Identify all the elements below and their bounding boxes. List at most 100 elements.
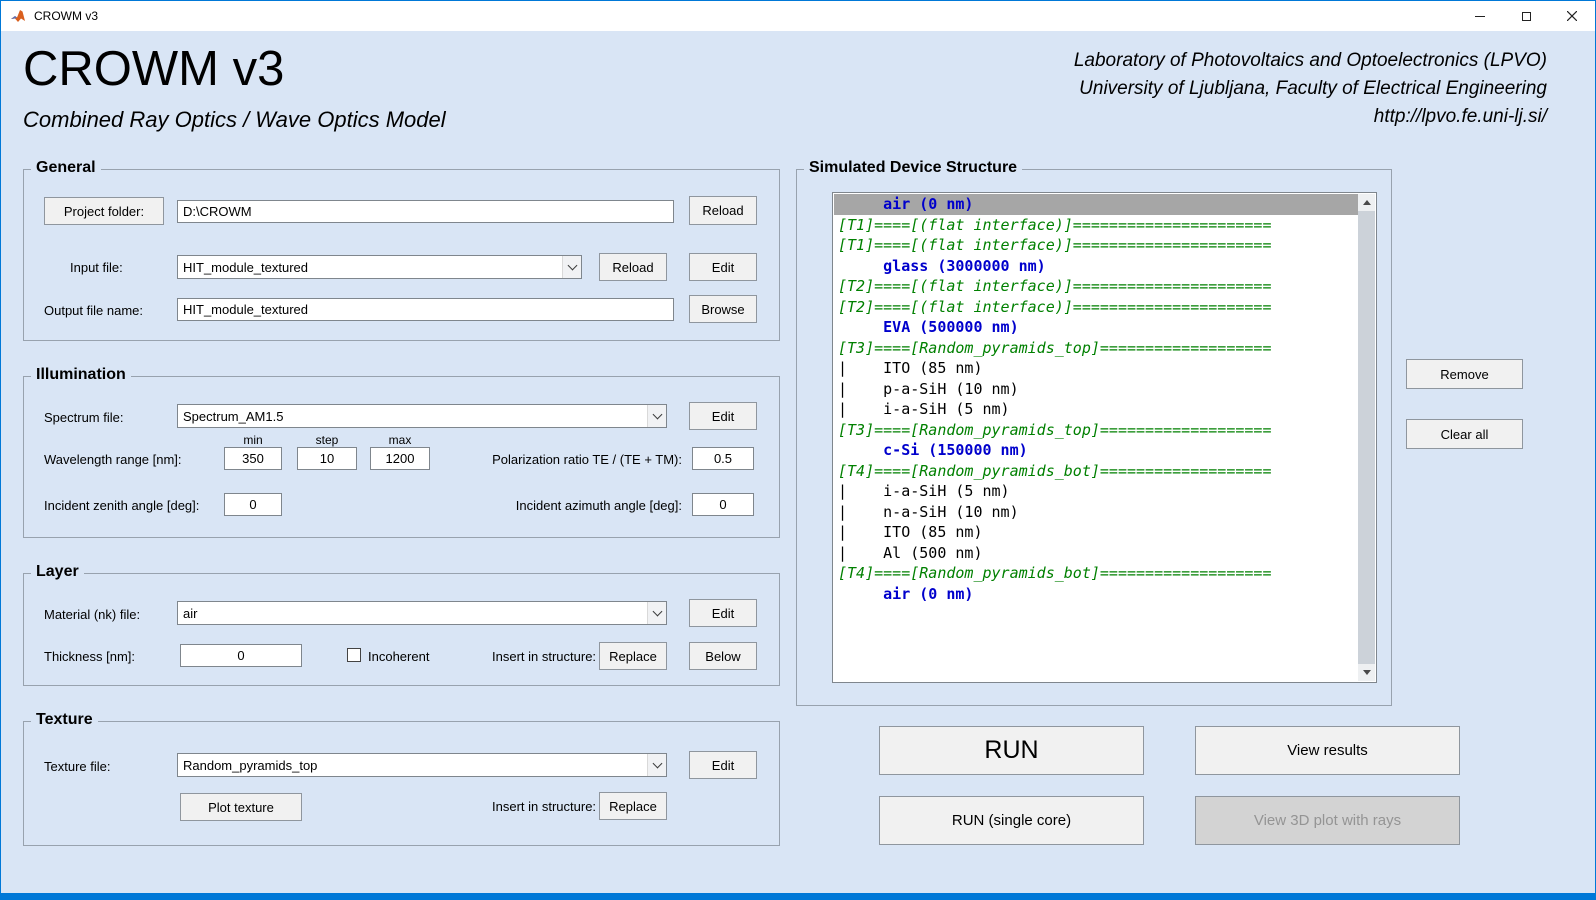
texture-panel-title: Texture xyxy=(31,711,98,729)
structure-line[interactable]: [T4]====[Random_pyramids_bot]===========… xyxy=(834,461,1358,482)
view-results-button[interactable]: View results xyxy=(1195,726,1460,775)
thickness-input[interactable] xyxy=(180,644,302,667)
org-line-2: University of Ljubljana, Faculty of Elec… xyxy=(1074,75,1547,103)
texture-replace-button[interactable]: Replace xyxy=(599,792,667,820)
output-file-input[interactable] xyxy=(177,298,674,321)
structure-line[interactable]: | ITO (85 nm) xyxy=(834,358,1358,379)
texture-insert-label: Insert in structure: xyxy=(492,799,596,814)
input-file-label: Input file: xyxy=(70,260,123,275)
titlebar: CROWM v3 xyxy=(1,1,1595,31)
maximize-icon xyxy=(1522,12,1531,21)
reload-input-button[interactable]: Reload xyxy=(599,253,667,281)
edit-texture-button[interactable]: Edit xyxy=(689,751,757,779)
spectrum-value: Spectrum_AM1.5 xyxy=(178,409,647,424)
material-file-label: Material (nk) file: xyxy=(44,607,140,622)
polarization-input[interactable] xyxy=(692,447,754,470)
structure-line[interactable]: [T3]====[Random_pyramids_top]===========… xyxy=(834,338,1358,359)
general-panel: General Project folder: Reload Input fil… xyxy=(23,169,780,341)
chevron-down-icon xyxy=(567,261,577,271)
chevron-down-icon xyxy=(652,759,662,769)
scroll-thumb[interactable] xyxy=(1358,211,1375,664)
structure-line[interactable]: [T4]====[Random_pyramids_bot]===========… xyxy=(834,563,1358,584)
spectrum-combo[interactable]: Spectrum_AM1.5 xyxy=(177,404,667,428)
combo-arrow-area xyxy=(647,602,666,624)
structure-list: air (0 nm)[T1]====[(flat interface)]====… xyxy=(834,194,1358,681)
scroll-down-button[interactable] xyxy=(1358,664,1375,681)
project-folder-button[interactable]: Project folder: xyxy=(44,197,164,225)
run-button[interactable]: RUN xyxy=(879,726,1144,775)
app-title: CROWM v3 xyxy=(23,41,284,97)
edit-spectrum-button[interactable]: Edit xyxy=(689,402,757,430)
structure-line[interactable]: | i-a-SiH (5 nm) xyxy=(834,399,1358,420)
window-controls xyxy=(1457,1,1595,31)
edit-material-button[interactable]: Edit xyxy=(689,599,757,627)
org-line-3: http://lpvo.fe.uni-lj.si/ xyxy=(1074,103,1547,131)
structure-line[interactable]: air (0 nm) xyxy=(834,194,1358,215)
structure-line[interactable]: | n-a-SiH (10 nm) xyxy=(834,502,1358,523)
chevron-down-icon xyxy=(652,607,662,617)
structure-panel: Simulated Device Structure air (0 nm)[T1… xyxy=(796,169,1392,706)
maximize-button[interactable] xyxy=(1503,1,1549,31)
max-header: max xyxy=(370,433,430,447)
window-title: CROWM v3 xyxy=(34,9,98,23)
org-info: Laboratory of Photovoltaics and Optoelec… xyxy=(1074,47,1547,131)
input-file-combo[interactable]: HIT_module_textured xyxy=(177,255,582,279)
app-icon xyxy=(10,8,26,24)
structure-listbox[interactable]: air (0 nm)[T1]====[(flat interface)]====… xyxy=(832,192,1377,683)
structure-line[interactable]: | Al (500 nm) xyxy=(834,543,1358,564)
wavelength-range-label: Wavelength range [nm]: xyxy=(44,452,182,467)
run-single-core-button[interactable]: RUN (single core) xyxy=(879,796,1144,845)
wavelength-step-input[interactable] xyxy=(297,447,357,470)
structure-line[interactable]: [T2]====[(flat interface)]==============… xyxy=(834,276,1358,297)
wavelength-max-input[interactable] xyxy=(370,447,430,470)
combo-arrow-area xyxy=(647,754,666,776)
browse-button[interactable]: Browse xyxy=(689,295,757,323)
structure-line[interactable]: glass (3000000 nm) xyxy=(834,256,1358,277)
structure-panel-title: Simulated Device Structure xyxy=(804,159,1022,177)
scroll-up-icon xyxy=(1363,200,1371,205)
structure-line[interactable]: [T3]====[Random_pyramids_top]===========… xyxy=(834,420,1358,441)
remove-button[interactable]: Remove xyxy=(1406,359,1523,389)
texture-file-label: Texture file: xyxy=(44,759,110,774)
structure-line[interactable]: [T1]====[(flat interface)]==============… xyxy=(834,235,1358,256)
structure-line[interactable]: EVA (500000 nm) xyxy=(834,317,1358,338)
layer-insert-label: Insert in structure: xyxy=(492,649,596,664)
wavelength-min-input[interactable] xyxy=(224,447,282,470)
structure-line[interactable]: air (0 nm) xyxy=(834,584,1358,605)
layer-below-button[interactable]: Below xyxy=(689,642,757,670)
scroll-down-icon xyxy=(1363,670,1371,675)
minimize-button[interactable] xyxy=(1457,1,1503,31)
main-area: CROWM v3 Combined Ray Optics / Wave Opti… xyxy=(1,31,1595,893)
structure-scrollbar[interactable] xyxy=(1358,194,1375,681)
polarization-label: Polarization ratio TE / (TE + TM): xyxy=(454,452,682,467)
structure-line[interactable]: [T2]====[(flat interface)]==============… xyxy=(834,297,1358,318)
azimuth-angle-input[interactable] xyxy=(692,493,754,516)
texture-combo[interactable]: Random_pyramids_top xyxy=(177,753,667,777)
edit-input-button[interactable]: Edit xyxy=(689,253,757,281)
zenith-angle-label: Incident zenith angle [deg]: xyxy=(44,498,199,513)
output-file-label: Output file name: xyxy=(44,303,143,318)
project-folder-input[interactable] xyxy=(177,200,674,223)
clear-all-button[interactable]: Clear all xyxy=(1406,419,1523,449)
app-subtitle: Combined Ray Optics / Wave Optics Model xyxy=(23,107,446,133)
minimize-icon xyxy=(1475,16,1485,17)
material-combo[interactable]: air xyxy=(177,601,667,625)
structure-line[interactable]: | ITO (85 nm) xyxy=(834,522,1358,543)
structure-line[interactable]: | p-a-SiH (10 nm) xyxy=(834,379,1358,400)
input-file-value: HIT_module_textured xyxy=(178,260,562,275)
structure-line[interactable]: | i-a-SiH (5 nm) xyxy=(834,481,1358,502)
incoherent-label: Incoherent xyxy=(368,649,429,664)
layer-replace-button[interactable]: Replace xyxy=(599,642,667,670)
zenith-angle-input[interactable] xyxy=(224,493,282,516)
min-header: min xyxy=(224,433,282,447)
structure-line[interactable]: [T1]====[(flat interface)]==============… xyxy=(834,215,1358,236)
texture-value: Random_pyramids_top xyxy=(178,758,647,773)
structure-line[interactable]: c-Si (150000 nm) xyxy=(834,440,1358,461)
texture-panel: Texture Texture file: Random_pyramids_to… xyxy=(23,721,780,846)
scroll-up-button[interactable] xyxy=(1358,194,1375,211)
close-button[interactable] xyxy=(1549,1,1595,31)
reload-project-button[interactable]: Reload xyxy=(689,196,757,225)
plot-texture-button[interactable]: Plot texture xyxy=(180,793,302,821)
incoherent-checkbox[interactable] xyxy=(347,648,361,662)
